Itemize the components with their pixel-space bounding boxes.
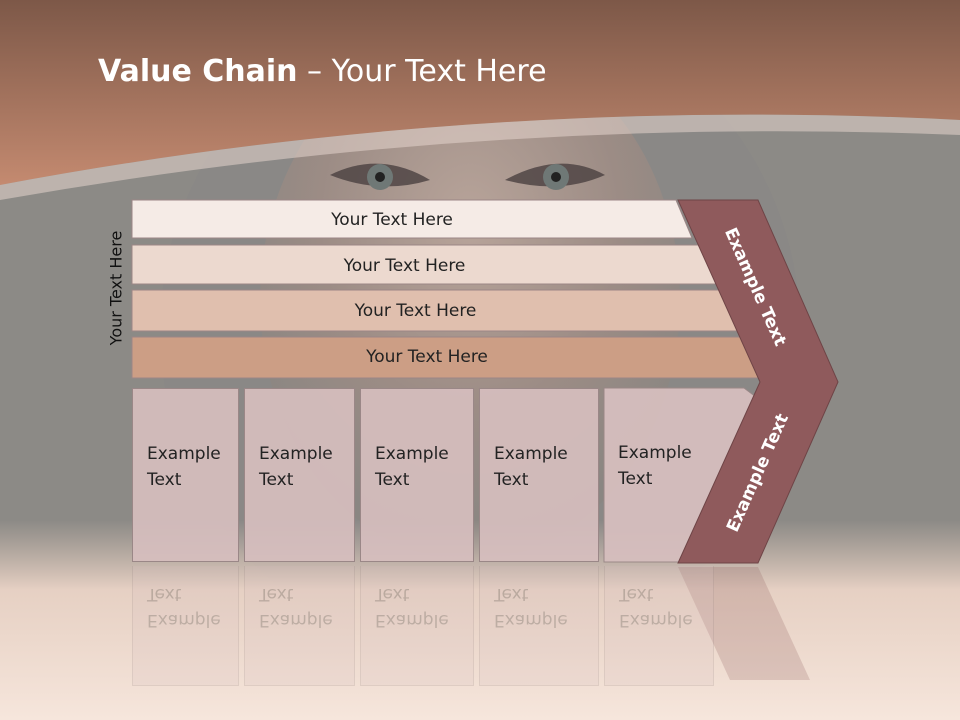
cell-3-line2: Text	[375, 470, 410, 490]
slide-title: Value Chain – Your Text Here	[98, 54, 547, 89]
cell-5-line2: Text	[618, 469, 653, 489]
band-3: Your Text Here	[354, 301, 477, 321]
cell-2: Example Text	[244, 388, 355, 562]
cell-5-line1: Example	[618, 443, 692, 463]
cell-1: Example Text	[132, 388, 239, 562]
cell-3-line1: Example	[375, 444, 449, 464]
band-4: Your Text Here	[366, 347, 488, 367]
cell-2-line2: Text	[259, 470, 294, 490]
eyes-decoration	[330, 163, 605, 190]
cell-4-line1: Example	[494, 444, 568, 464]
cell-4-line2: Text	[494, 470, 529, 490]
chevron-reflection	[678, 567, 810, 680]
cell-3: Example Text	[360, 388, 474, 562]
cell-1-line2: Text	[147, 470, 182, 490]
band-1-shape	[131, 199, 693, 239]
cell-1-line1: Example	[147, 444, 221, 464]
cell-2-line1: Example	[259, 444, 333, 464]
band-2: Your Text Here	[343, 256, 466, 276]
cell-4: Example Text	[479, 388, 599, 562]
band-1: Your Text Here	[331, 210, 453, 230]
chevron-shape	[677, 199, 839, 564]
cell-5: Example Text	[604, 388, 704, 562]
